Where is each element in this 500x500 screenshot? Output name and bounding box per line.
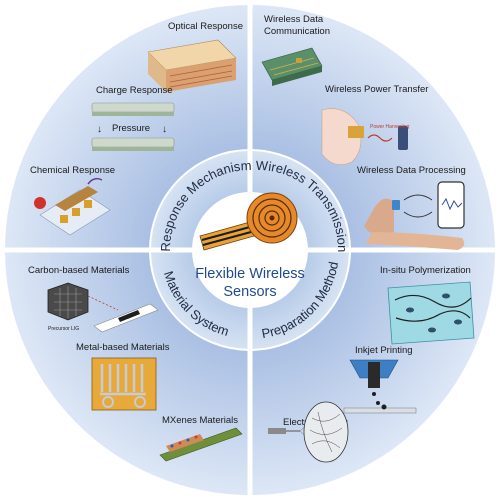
center-title-line2: Sensors (223, 284, 276, 300)
svg-text:↓: ↓ (162, 124, 167, 135)
in-situ-polymerization-illustration (388, 282, 474, 344)
label-in-situ-polymerization: In-situ Polymerization (380, 265, 471, 276)
label-mxenes-materials: MXenes Materials (162, 415, 238, 426)
label-chemical-response: Chemical Response (30, 165, 115, 176)
label-inkjet-printing: Inkjet Printing (355, 345, 413, 356)
label-precursor-lig: Precursor LIG (48, 326, 79, 332)
label-wireless-data-communication-1: Wireless Data (264, 14, 324, 25)
label-wireless-power-transfer: Wireless Power Transfer (325, 84, 428, 95)
label-charge-response: Charge Response (96, 85, 173, 96)
label-wireless-data-communication-2: Communication (264, 26, 330, 37)
label-optical-response: Optical Response (168, 21, 243, 32)
svg-text:↓: ↓ (97, 124, 102, 135)
center-title-line1: Flexible Wireless (195, 266, 305, 282)
label-wireless-data-processing: Wireless Data Processing (357, 165, 466, 176)
label-pressure: Pressure (112, 123, 150, 134)
label-power-harvesting: Power Harvesting (370, 124, 410, 130)
label-metal-based-materials: Metal-based Materials (76, 342, 170, 353)
metal-materials-illustration (92, 358, 156, 410)
label-carbon-based-materials: Carbon-based Materials (28, 265, 130, 276)
